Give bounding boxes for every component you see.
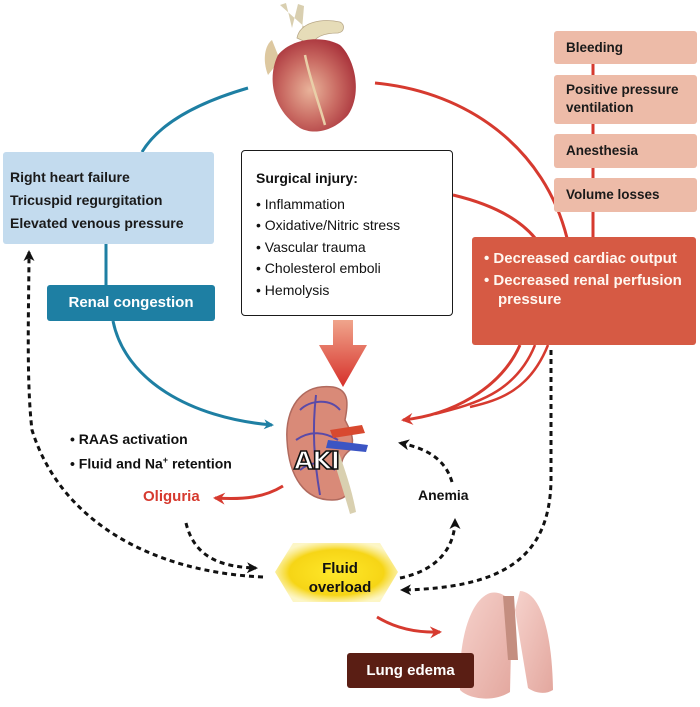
oliguria-label: Oliguria: [143, 488, 200, 505]
arterial-strand: [469, 344, 550, 409]
lung-arrow: [376, 615, 442, 639]
surgical-item: • Inflammation: [256, 195, 345, 212]
renal-congestion-label: Renal congestion: [47, 285, 215, 321]
fluid-na-post: retention: [168, 455, 232, 472]
dotted-arrow-oliguria: [184, 522, 258, 574]
venous-curve-top: [140, 86, 249, 153]
venous-curve-bottom: [104, 244, 272, 425]
arterial-strand: [434, 344, 537, 416]
fluid-overload-label: Fluid overload: [290, 559, 390, 597]
aki-label: AKI: [293, 445, 341, 476]
cardiac-item: • Decreased renal perfusion pressure: [484, 272, 682, 308]
surgical-item-text: Inflammation: [264, 195, 345, 212]
arterial-curve-surgical: [452, 193, 537, 239]
fluid-overload-line2: overload: [308, 579, 372, 596]
surgical-injury-title: Surgical injury:: [256, 170, 358, 186]
decreased-cardiac-output-box: • Decreased cardiac output • Decreased r…: [472, 237, 696, 345]
chain-item-positive-pressure-ventilation: Positive pressure ventilation: [554, 75, 697, 124]
arterial-curves-to-kidney: [401, 344, 522, 425]
raas-text: • RAAS activation • Fluid and Na+ retent…: [70, 429, 232, 475]
surgical-item-text: Vascular trauma: [264, 238, 366, 255]
heart-icon: [264, 3, 356, 132]
fluid-overload-hexagon: [275, 543, 398, 602]
ppv-line1: Positive pressure: [566, 82, 679, 97]
surgical-item-text: Hemolysis: [264, 281, 330, 298]
dotted-arrow-to-left-box: [23, 250, 264, 579]
kidney-icon: [286, 385, 368, 514]
surgical-item: • Cholesterol emboli: [256, 260, 381, 276]
chain-item-bleeding: Bleeding: [554, 31, 697, 64]
rhf-line: Right heart failure: [10, 169, 130, 185]
anemia-label: Anemia: [418, 487, 469, 503]
dotted-arrow-cardiac-to-fluid: [400, 350, 553, 596]
cardiac-item: • Decreased cardiac output: [484, 250, 677, 267]
lung-edema-label: Lung edema: [347, 653, 474, 688]
dotted-arrow-to-anemia: [399, 518, 461, 580]
chain-item-volume-losses: Volume losses: [554, 178, 697, 212]
fluid-na-pre: • Fluid and Na: [70, 455, 163, 472]
dotted-arrow-anemia-to-kidney: [398, 439, 454, 483]
chain-item-anesthesia: Anesthesia: [554, 134, 697, 168]
na-superscript: +: [162, 455, 169, 465]
right-heart-failure-box: Right heart failure Tricuspid regurgitat…: [3, 152, 214, 244]
raas-line: • RAAS activation: [70, 431, 188, 447]
surgical-item-text: Oxidative/Nitric stress: [264, 217, 401, 233]
down-arrow: [319, 320, 367, 387]
fluid-overload-line1: Fluid: [322, 560, 358, 577]
rhf-line: Elevated venous pressure: [10, 215, 184, 231]
surgical-item: • Vascular trauma: [256, 238, 366, 255]
surgical-item: • Oxidative/Nitric stress: [256, 217, 401, 233]
ppv-line2: ventilation: [566, 100, 634, 115]
surgical-item-text: Cholesterol emboli: [264, 260, 381, 276]
surgical-injury-box: Surgical injury: • Inflammation • Oxidat…: [241, 150, 453, 316]
fluid-na-line: • Fluid and Na+ retention: [70, 450, 232, 475]
rhf-line: Tricuspid regurgitation: [10, 192, 163, 208]
surgical-item: • Hemolysis: [256, 281, 330, 298]
oliguria-arrow: [213, 484, 284, 505]
